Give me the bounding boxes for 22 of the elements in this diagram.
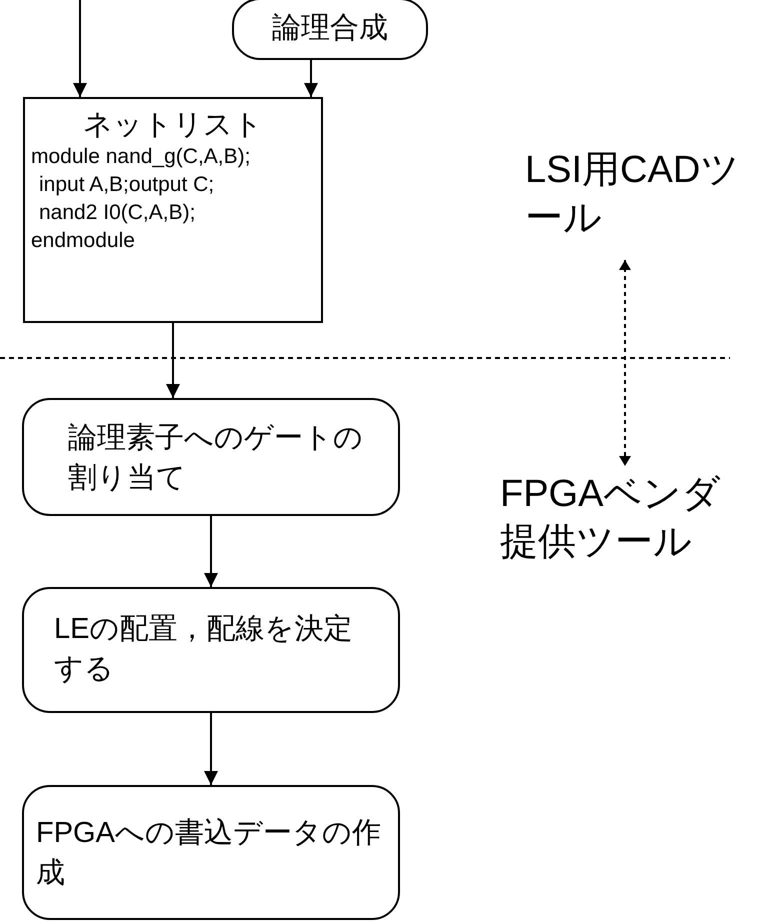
arrow bbox=[304, 60, 318, 97]
box-title: ネットリスト bbox=[82, 108, 264, 143]
process-box bbox=[232, 0, 428, 60]
arrow bbox=[166, 323, 180, 398]
arrow bbox=[73, 0, 87, 97]
process-box bbox=[22, 398, 400, 516]
box-text: FPGAへの書込データの作成 bbox=[36, 816, 382, 891]
arrow bbox=[204, 713, 218, 785]
tool-label: FPGAベンダ提供ツール bbox=[500, 472, 722, 565]
box-text: LEの配置，配線を決定する bbox=[54, 612, 354, 687]
double-arrow bbox=[619, 260, 631, 466]
arrow bbox=[204, 516, 218, 587]
code-line: module nand_g(C,A,B); bbox=[31, 144, 252, 170]
netlist-box bbox=[23, 97, 323, 323]
tool-label: LSI用CADツール bbox=[525, 148, 740, 241]
code-line: endmodule bbox=[31, 228, 136, 254]
code-line: nand2 I0(C,A,B); bbox=[38, 200, 196, 226]
process-box bbox=[22, 785, 400, 920]
box-text: 論理合成 bbox=[271, 11, 389, 46]
process-box bbox=[22, 587, 400, 713]
code-line: input A,B;output C; bbox=[38, 172, 216, 198]
box-text: 論理素子へのゲートの割り当て bbox=[68, 421, 364, 496]
